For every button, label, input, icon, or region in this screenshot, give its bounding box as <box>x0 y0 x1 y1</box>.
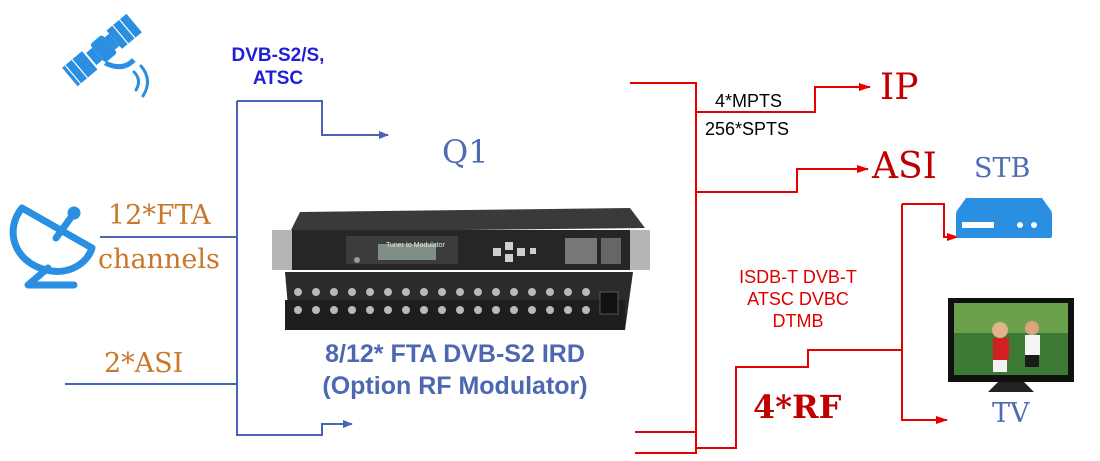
input-standard-label: DVB-S2/S, ATSC <box>225 46 331 88</box>
rear-connectors <box>294 288 590 314</box>
device-panel-text: Tuner to Modulator <box>386 242 445 249</box>
satellite-icon <box>62 13 142 87</box>
ird-device-image <box>272 208 650 330</box>
rf-standards: ISDB-T DVB-T ATSC DVBC DTMB <box>712 268 884 330</box>
output-lines <box>630 82 959 454</box>
fta-label-line1: 12*FTA <box>108 200 211 231</box>
tv-label: TV <box>992 398 1030 429</box>
rf-output-label: 4*RF <box>753 388 842 426</box>
device-title-line1: 8/12* FTA DVB-S2 IRD <box>325 340 585 368</box>
satellite-input-line <box>237 100 389 139</box>
input-standard-line1: DVB-S2/S, <box>231 45 325 66</box>
rf-output-line <box>696 349 902 449</box>
rf-standard-line2: ATSC DVBC <box>747 289 849 309</box>
signal-waves-icon <box>132 64 149 98</box>
input-bus-line <box>236 101 353 436</box>
ip-note-mpts: 4*MPTS <box>715 91 783 111</box>
ip-note-spts: 256*SPTS <box>705 119 790 139</box>
q1-label: Q1 <box>442 133 489 171</box>
rf-distribution-line <box>901 204 948 424</box>
satellite-dish-icon <box>9 204 96 289</box>
set-top-box-icon <box>956 198 1052 238</box>
ip-output-line <box>696 83 871 113</box>
asi-output-label: ASI <box>872 146 937 187</box>
rf-standard-line1: ISDB-T DVB-T <box>739 267 857 287</box>
rf-standard-line3: DTMB <box>772 311 824 331</box>
output-bus-line <box>630 82 697 454</box>
input-standard-line2: ATSC <box>252 68 304 89</box>
asi-output-line <box>696 165 869 193</box>
stb-feed-line <box>902 203 959 241</box>
device-title-line2: (Option RF Modulator) <box>322 372 588 400</box>
tv-icon <box>948 298 1074 392</box>
input-lines <box>65 100 389 436</box>
fta-label-line2: channels <box>98 244 220 275</box>
ip-output-label: IP <box>880 67 919 108</box>
stb-label: STB <box>974 153 1031 184</box>
device-title: 8/12* FTA DVB-S2 IRD (Option RF Modulato… <box>285 342 625 399</box>
asi-input-label: 2*ASI <box>104 348 184 379</box>
